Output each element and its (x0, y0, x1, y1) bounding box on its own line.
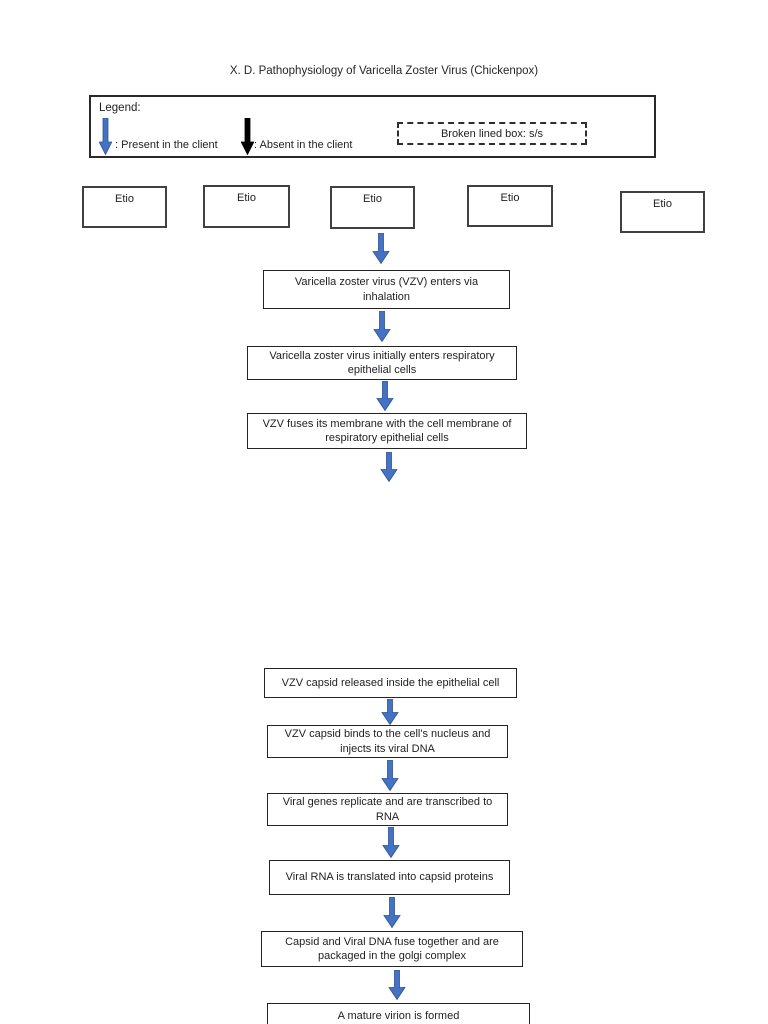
legend-broken-box-label: Broken lined box: s/s (440, 127, 544, 140)
flow-step-box-4: VZV capsid released inside the epithelia… (264, 668, 517, 698)
legend-box: Legend: : Present in the client : Absent… (89, 95, 656, 158)
down-arrow-icon (388, 970, 406, 1000)
flow-step-label: Varicella zoster virus (VZV) enters via … (294, 276, 479, 303)
etiology-box-label: Etio (500, 192, 520, 204)
legend-heading: Legend: (99, 102, 141, 114)
flow-step-label: Viral genes replicate and are transcribe… (282, 796, 493, 823)
etiology-box-4: Etio (467, 185, 553, 227)
down-arrow-icon (373, 311, 391, 342)
etiology-box-2: Etio (203, 185, 290, 228)
down-arrow-icon (382, 827, 400, 858)
flow-step-box-6: Viral genes replicate and are transcribe… (267, 793, 508, 826)
flow-step-label: A mature virion is formed (337, 1010, 460, 1022)
page-title: X. D. Pathophysiology of Varicella Zoste… (229, 65, 539, 77)
down-arrow-icon (380, 452, 398, 482)
etiology-box-label: Etio (363, 193, 382, 205)
flow-step-label: Capsid and Viral DNA fuse together and a… (285, 935, 499, 962)
flow-step-box-1: Varicella zoster virus (VZV) enters via … (263, 270, 510, 309)
down-arrow-icon (381, 699, 399, 725)
flow-step-label: VZV capsid released inside the epithelia… (281, 676, 500, 689)
flow-step-box-2: Varicella zoster virus initially enters … (247, 346, 517, 380)
legend-broken-lined-box: Broken lined box: s/s (397, 122, 587, 145)
flow-step-box-9: A mature virion is formed (267, 1003, 530, 1024)
flow-step-box-8: Capsid and Viral DNA fuse together and a… (261, 931, 523, 967)
down-arrow-icon (376, 381, 394, 411)
etiology-box-label: Etio (115, 193, 134, 205)
etiology-box-3: Etio (330, 186, 415, 229)
etiology-box-5: Etio (620, 191, 705, 233)
flow-step-label: VZV capsid binds to the cell's nucleus a… (284, 728, 491, 755)
absent-down-arrow-icon (241, 118, 254, 155)
down-arrow-icon (383, 897, 401, 928)
down-arrow-icon (381, 760, 399, 791)
legend-absent-label: : Absent in the client (254, 139, 353, 151)
down-arrow-icon (372, 233, 390, 264)
etiology-box-1: Etio (82, 186, 167, 228)
flow-step-label: VZV fuses its membrane with the cell mem… (262, 417, 512, 444)
present-down-arrow-icon (99, 118, 112, 155)
flow-step-box-7: Viral RNA is translated into capsid prot… (269, 860, 510, 895)
etiology-box-label: Etio (237, 192, 256, 204)
legend-present-label: : Present in the client (115, 139, 218, 151)
etiology-box-label: Etio (653, 198, 672, 210)
flow-step-box-3: VZV fuses its membrane with the cell mem… (247, 413, 527, 449)
flow-step-box-5: VZV capsid binds to the cell's nucleus a… (267, 725, 508, 758)
flow-step-label: Viral RNA is translated into capsid prot… (285, 871, 494, 884)
flow-step-label: Varicella zoster virus initially enters … (269, 349, 495, 376)
